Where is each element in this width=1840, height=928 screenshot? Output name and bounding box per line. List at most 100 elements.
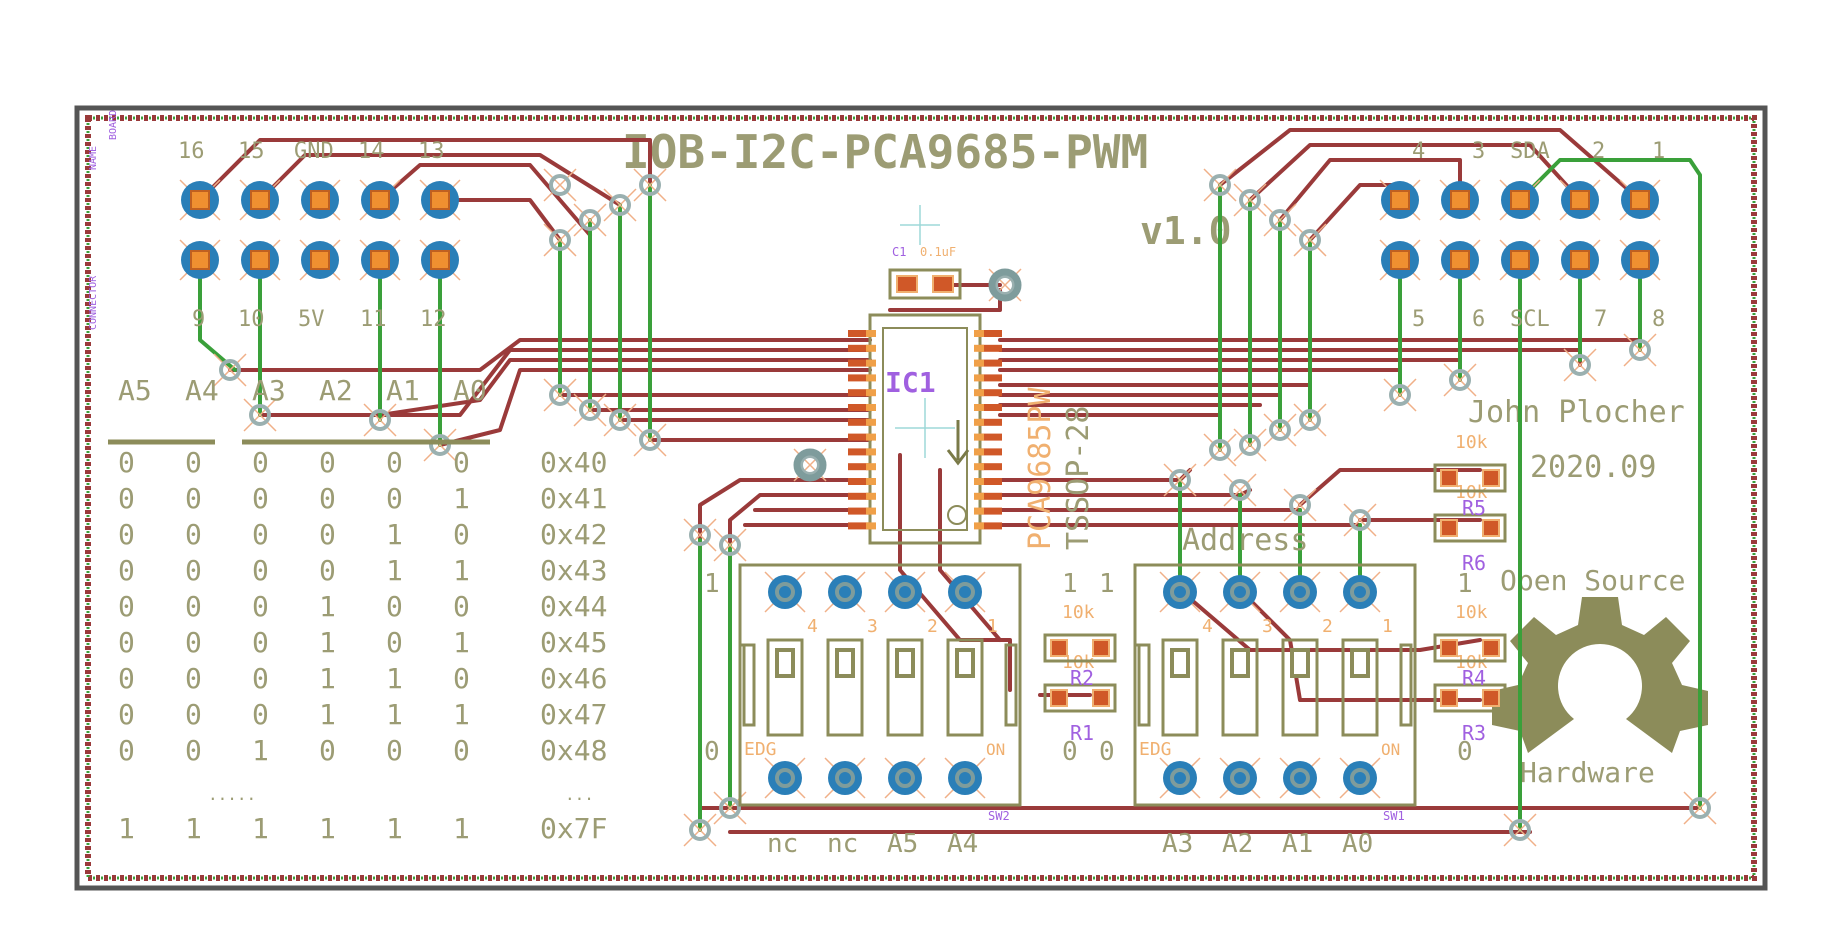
via bbox=[213, 353, 247, 387]
right-header-bottom-label: 5 bbox=[1412, 307, 1425, 332]
address-bit: 0 bbox=[118, 446, 135, 479]
ic-pin bbox=[848, 478, 870, 485]
left-header: 16 15 GND 14 13 9 10 5V 11 12 bbox=[178, 139, 461, 332]
dip-switch-toggle[interactable] bbox=[1161, 638, 1199, 737]
via bbox=[243, 398, 277, 432]
address-bit: 0 bbox=[185, 482, 202, 515]
ic-pin bbox=[866, 463, 876, 471]
ic-pin bbox=[974, 448, 984, 456]
address-bit: 0 bbox=[185, 662, 202, 695]
cap-name: C1 bbox=[892, 245, 906, 259]
left-header-pad bbox=[239, 179, 281, 221]
address-bit: 0 bbox=[453, 518, 470, 551]
board-date: 2020.09 bbox=[1530, 450, 1656, 485]
address-bit: 1 bbox=[386, 554, 403, 587]
address-bit: 1 bbox=[453, 554, 470, 587]
ic-pin bbox=[974, 374, 984, 382]
right-header-bottom-label: 7 bbox=[1594, 307, 1607, 332]
left-header-pad bbox=[299, 239, 341, 281]
via bbox=[713, 528, 747, 562]
ic-pin bbox=[866, 507, 876, 515]
left-header-bottom-label: 9 bbox=[192, 307, 205, 332]
address-bit: 1 bbox=[319, 590, 336, 623]
ic-pin bbox=[974, 433, 984, 441]
address-hex: 0x42 bbox=[540, 518, 607, 551]
right-header-bottom-label: SCL bbox=[1510, 307, 1550, 332]
right-header-pad bbox=[1559, 239, 1601, 281]
ic-pin bbox=[974, 389, 984, 397]
left-header-pad bbox=[299, 179, 341, 221]
ic-pin bbox=[866, 330, 876, 337]
via bbox=[1293, 403, 1327, 437]
address-table-header: A5 bbox=[118, 374, 152, 407]
address-bit: 0 bbox=[319, 518, 336, 551]
via bbox=[543, 223, 577, 257]
capacitor-c1: C1 0.1uF bbox=[888, 205, 962, 300]
ic1-chip: IC1 PCA9685PW TSSOP-28 bbox=[848, 313, 1096, 550]
dip-switch-pad bbox=[764, 571, 806, 613]
address-bit: 0 bbox=[386, 482, 403, 515]
resistor-value: 10k bbox=[1455, 602, 1488, 623]
via bbox=[1203, 168, 1237, 202]
address-bit: 0 bbox=[319, 482, 336, 515]
dip-switch-toggle[interactable] bbox=[1221, 638, 1259, 737]
ic-pin bbox=[866, 448, 876, 456]
address-bit: 0 bbox=[252, 590, 269, 623]
address-bit: 1 bbox=[453, 482, 470, 515]
dip-switch-zero-label: 0 bbox=[704, 737, 720, 767]
ic-name: IC1 bbox=[885, 366, 936, 399]
dip-switch-toggle[interactable] bbox=[946, 638, 984, 737]
address-bit: 0 bbox=[252, 518, 269, 551]
address-bit: 0 bbox=[118, 554, 135, 587]
left-header-bottom-label: 10 bbox=[238, 307, 265, 332]
dip-switch-bottom-label: nc bbox=[827, 829, 858, 859]
via bbox=[1203, 433, 1237, 467]
address-bit: 0 bbox=[319, 734, 336, 767]
ic-pin bbox=[848, 374, 870, 382]
dip-switch-pad bbox=[1159, 571, 1201, 613]
dip-switch-pin-number: 4 bbox=[1202, 616, 1213, 637]
resistor-name: R2 bbox=[1070, 666, 1094, 690]
side-label-name: NAME bbox=[88, 146, 99, 170]
dip-switch-pad bbox=[1219, 571, 1261, 613]
address-bit: 0 bbox=[185, 626, 202, 659]
address-bit: 0 bbox=[386, 446, 403, 479]
left-header-pad bbox=[419, 179, 461, 221]
right-header-pad bbox=[1439, 179, 1481, 221]
address-bit: 0 bbox=[185, 698, 202, 731]
dip-switch-one-label: 1 bbox=[1062, 569, 1078, 599]
ic-pin bbox=[848, 404, 870, 411]
right-header-pad bbox=[1439, 239, 1481, 281]
dip-switch-toggle[interactable] bbox=[766, 638, 804, 737]
address-bit: 0 bbox=[252, 446, 269, 479]
ic-pin bbox=[980, 507, 1002, 515]
ic-pin bbox=[866, 418, 876, 426]
dip-switch-pad bbox=[884, 757, 926, 799]
dip-switch-toggle[interactable] bbox=[826, 638, 864, 737]
address-hex: 0x43 bbox=[540, 554, 607, 587]
right-header-top-label: 4 bbox=[1412, 139, 1425, 164]
ic-pin bbox=[980, 418, 1002, 426]
right-header-bottom-label: 6 bbox=[1472, 307, 1485, 332]
dip-switch-name: SW2 bbox=[988, 809, 1010, 823]
dip-switch-pad bbox=[1339, 571, 1381, 613]
ic-pin bbox=[866, 359, 876, 367]
right-header-top-label: SDA bbox=[1510, 139, 1550, 164]
address-bit: 0 bbox=[319, 446, 336, 479]
right-header-pad bbox=[1499, 239, 1541, 281]
oshw-bottom-label: Hardware bbox=[1520, 756, 1655, 789]
address-bit: 1 bbox=[252, 812, 269, 845]
dip-switch-toggle[interactable] bbox=[1281, 638, 1319, 737]
dip-switch-pin-number: 3 bbox=[867, 616, 878, 637]
dip-switch-toggle[interactable] bbox=[886, 638, 924, 737]
address-bit: 0 bbox=[185, 590, 202, 623]
dip-switch-toggle[interactable] bbox=[1341, 638, 1379, 737]
ic-pin bbox=[848, 507, 870, 515]
address-bit: 0 bbox=[252, 554, 269, 587]
